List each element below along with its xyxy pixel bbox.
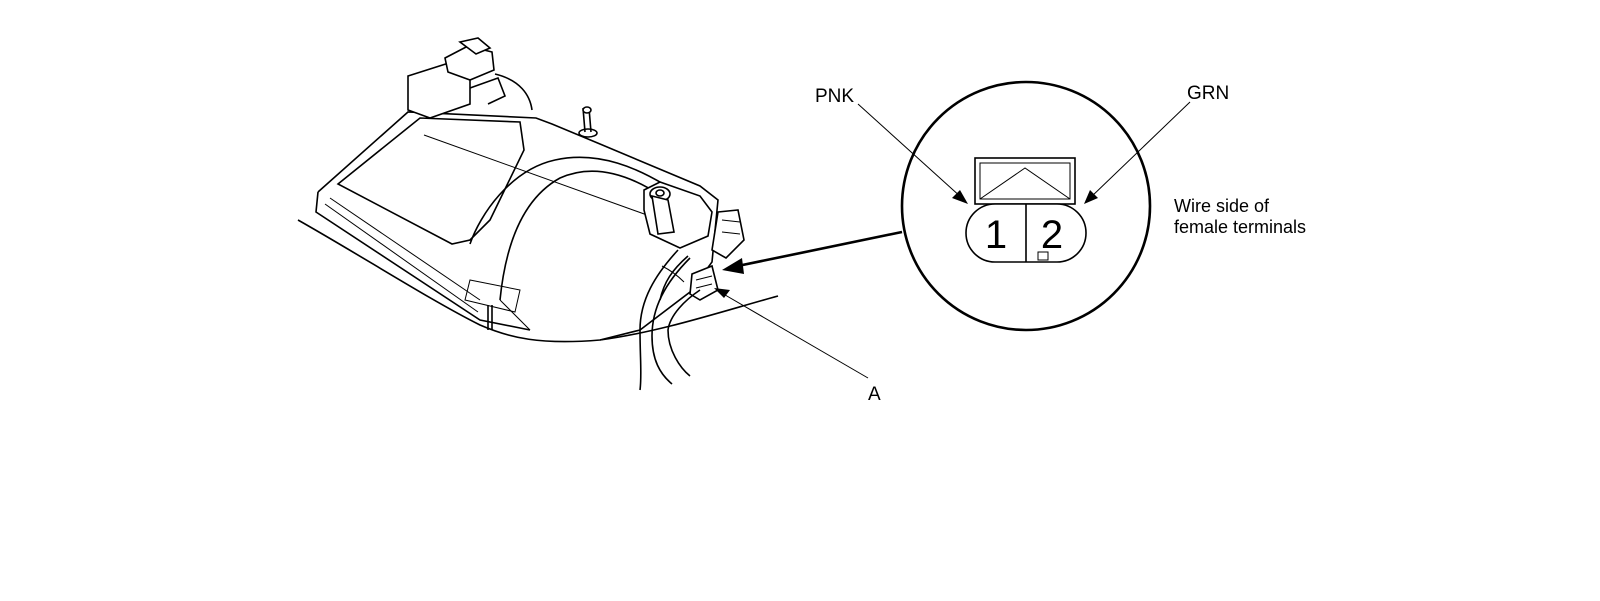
pnk-wire-label: PNK [815,86,854,107]
arrowhead-icon [714,288,730,298]
callout-leaders [714,101,1191,379]
pin-2-label: 2 [1041,213,1063,257]
arrowhead-icon [722,258,744,274]
grn-wire-label: GRN [1187,83,1229,104]
arrowhead-icon [952,190,968,204]
part-a-label: A [868,384,881,405]
pin-1-label: 1 [985,213,1007,257]
part-a-leader-line [719,291,869,379]
note-line-1: Wire side of [1174,196,1270,216]
unit-assembly-drawing [297,37,779,391]
grn-leader-line [1089,101,1191,199]
note-line-2: female terminals [1174,217,1306,237]
detail-leader-line [727,230,903,270]
connector-detail-view: 1 2 [722,80,1152,332]
arrowhead-icon [1084,190,1098,204]
key-notch [1037,251,1049,261]
pnk-leader-line [857,103,963,199]
connector-latch [974,157,1076,205]
